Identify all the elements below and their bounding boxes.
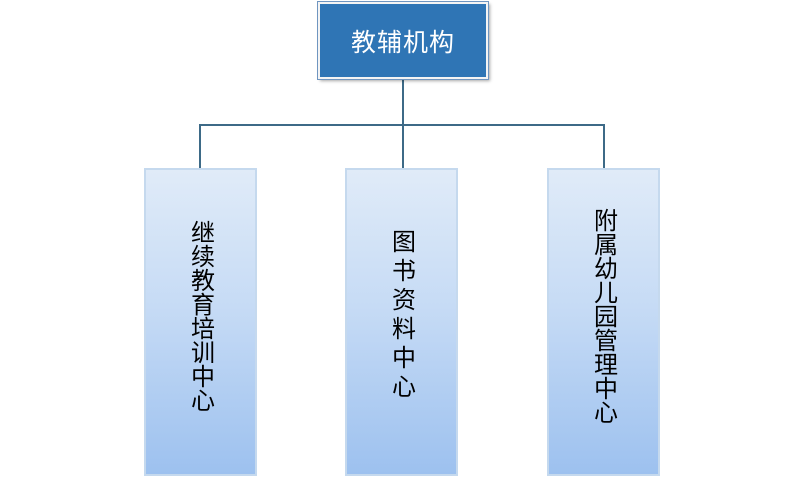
child-node-label: 附属幼儿园管理中心 bbox=[589, 208, 618, 424]
child-node-label: 继续教育培训中心 bbox=[186, 220, 215, 412]
child-node-library: 图书资料中心 bbox=[345, 168, 458, 476]
child-node-kindergarten: 附属幼儿园管理中心 bbox=[547, 168, 660, 476]
root-node-label: 教辅机构 bbox=[350, 27, 455, 57]
child-node-continuing-education: 继续教育培训中心 bbox=[144, 168, 257, 476]
root-node: 教辅机构 bbox=[318, 2, 488, 79]
child-node-label: 图书资料中心 bbox=[387, 229, 416, 403]
